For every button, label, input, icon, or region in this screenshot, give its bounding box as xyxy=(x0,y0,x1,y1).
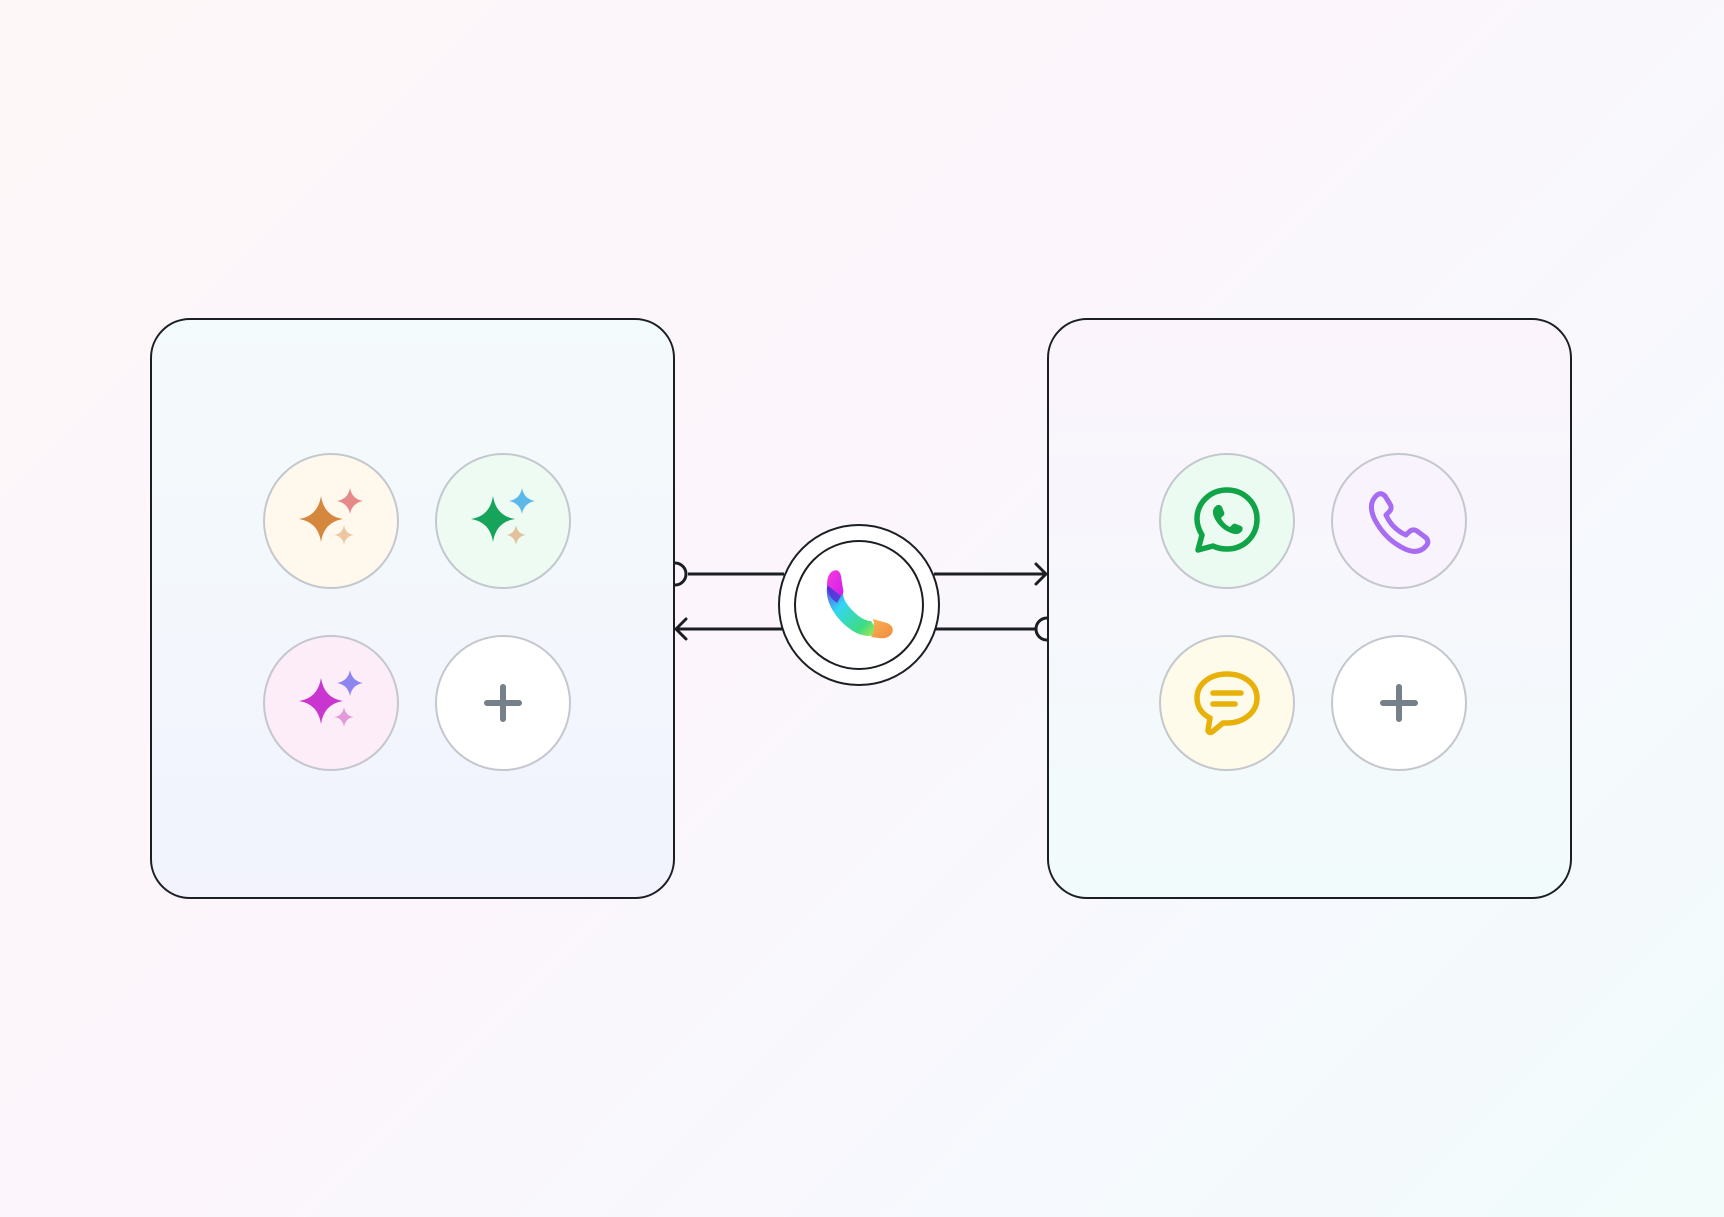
add-ai-agent-button[interactable] xyxy=(435,635,571,771)
sparkles-orange-button[interactable] xyxy=(263,453,399,589)
sms-button[interactable] xyxy=(1159,635,1295,771)
sparkles-magenta-button[interactable] xyxy=(263,635,399,771)
plus-icon xyxy=(484,684,522,722)
add-channel-button[interactable] xyxy=(1331,635,1467,771)
connector-start-cap-top xyxy=(674,561,688,587)
hub-node[interactable] xyxy=(778,524,940,686)
sparkles-magenta-icon xyxy=(299,670,363,727)
whatsapp-button[interactable] xyxy=(1159,453,1295,589)
chat-bubble-icon xyxy=(1194,671,1260,736)
right-panel xyxy=(1047,318,1572,899)
sparkles-green-button[interactable] xyxy=(435,453,571,589)
phone-icon xyxy=(1368,491,1431,554)
sparkles-green-icon xyxy=(471,488,535,545)
whatsapp-icon xyxy=(1194,487,1260,553)
plus-icon xyxy=(1380,684,1418,722)
arrowhead-left xyxy=(674,617,688,641)
sparkles-orange-icon xyxy=(299,488,363,545)
left-panel xyxy=(150,318,675,899)
arrowhead-right xyxy=(1034,562,1048,586)
voice-call-button[interactable] xyxy=(1331,453,1467,589)
gradient-phone-icon xyxy=(826,570,893,639)
connector-start-cap-bottom xyxy=(1034,616,1048,642)
hub-inner-ring xyxy=(794,540,924,670)
